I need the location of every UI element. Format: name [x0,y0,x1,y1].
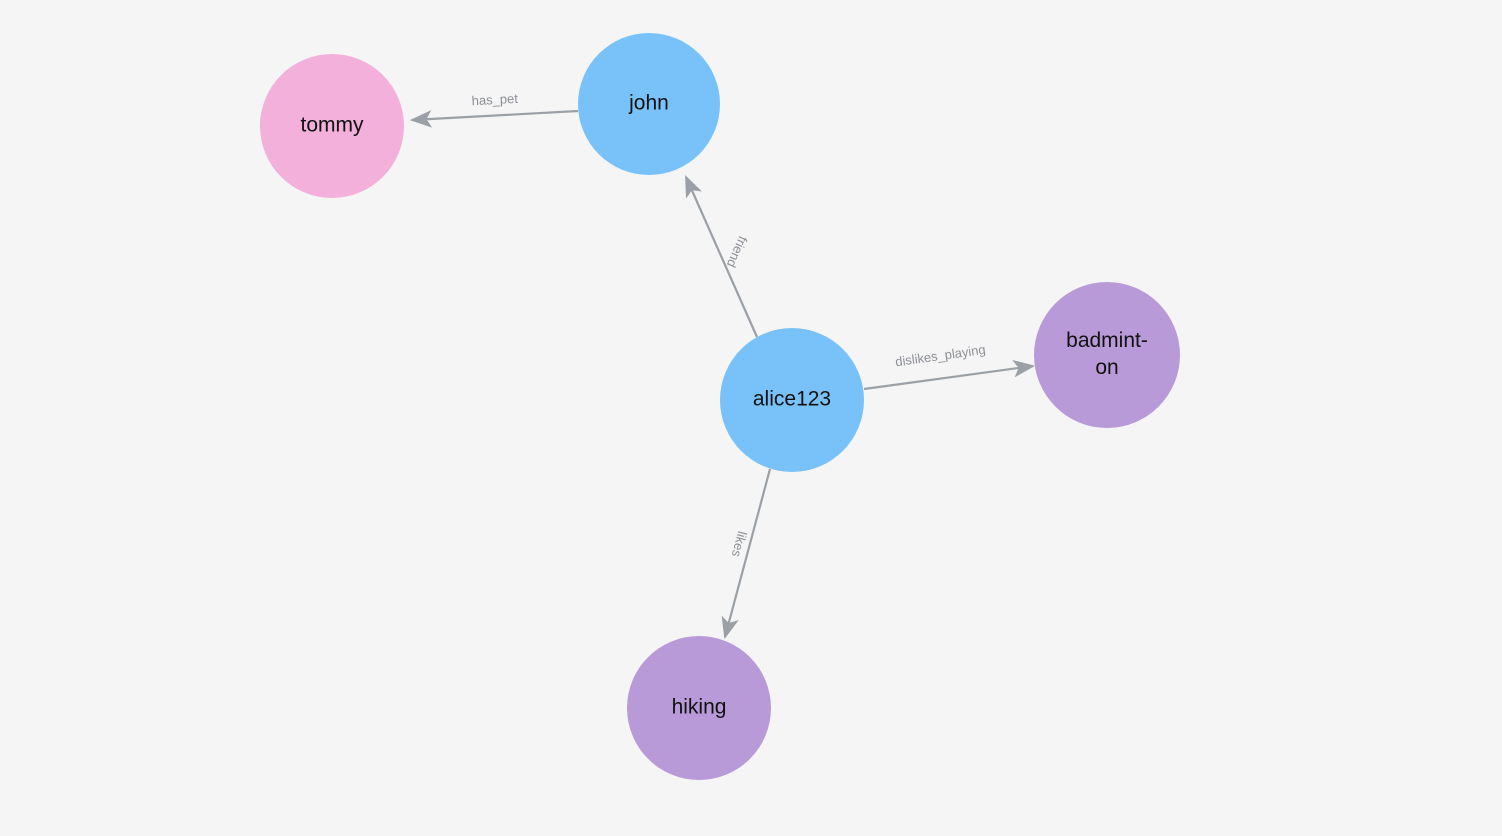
graph-node-john[interactable]: john [578,33,720,175]
graph-edge[interactable]: dislikes_playing [863,342,1036,391]
graph-edge[interactable]: likes [721,468,772,640]
node-circle[interactable] [578,33,720,175]
edge-label: has_pet [471,91,518,108]
graph-edge[interactable]: has_pet [409,91,579,128]
edge-line[interactable] [409,109,579,128]
graph-node-badminton[interactable]: badmint-on [1034,282,1180,428]
nodes-layer: tommy john alice123 badmint-on hiking [260,33,1180,780]
edge-label: dislikes_playing [894,342,986,370]
node-circle[interactable] [1034,282,1180,428]
graph-node-alice123[interactable]: alice123 [720,328,864,472]
node-circle[interactable] [627,636,771,780]
edge-line[interactable] [684,174,759,338]
node-circle[interactable] [720,328,864,472]
graph-edge[interactable]: friend [684,174,759,338]
graph-node-tommy[interactable]: tommy [260,54,404,198]
edge-line[interactable] [863,359,1036,391]
graph-node-hiking[interactable]: hiking [627,636,771,780]
edge-label: friend [724,234,751,270]
edge-line[interactable] [721,468,772,640]
node-circle[interactable] [260,54,404,198]
